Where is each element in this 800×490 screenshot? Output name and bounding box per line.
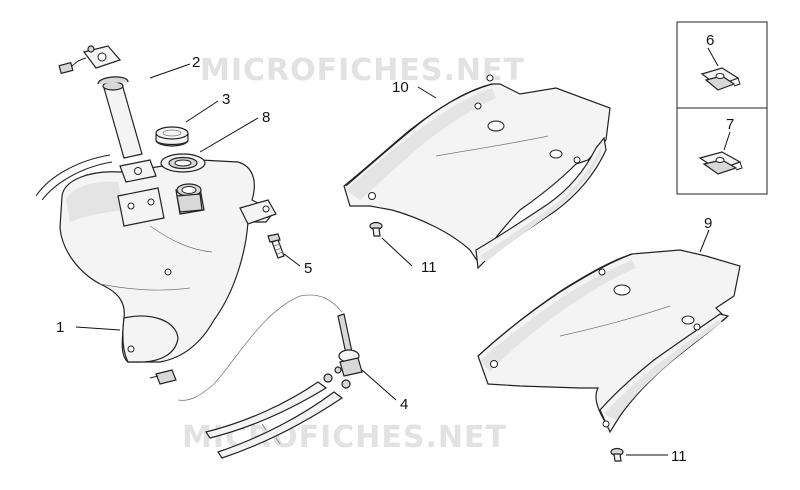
callout-2: 2: [192, 54, 200, 71]
filler-neck-ring: [160, 153, 206, 213]
callout-10: 10: [392, 79, 409, 96]
fuel-level-sender: [58, 45, 157, 183]
leader-4: [361, 369, 397, 401]
callout-1: 1: [56, 319, 64, 336]
leader-lines: [75, 47, 731, 456]
leader-3: [185, 100, 219, 123]
panel-screw-upper: [369, 221, 383, 237]
leader-7: [723, 131, 731, 151]
callout-7: 7: [726, 116, 734, 133]
filler-cap: [155, 126, 189, 147]
fuel-tap-and-hoses: [177, 294, 363, 459]
clip-nut-6: [700, 67, 741, 91]
leader-8: [199, 117, 259, 153]
callout-4: 4: [400, 396, 408, 413]
watermark-top: MICROFICHES.NET: [200, 53, 525, 88]
clip-nut-7: [698, 151, 743, 175]
callout-11-upper: 11: [421, 259, 437, 276]
side-panel-right: [477, 249, 741, 434]
callout-labels: 1 2 3 4 5 6 7 8 9 10 11 11: [56, 32, 734, 465]
leader-11-upper: [381, 237, 413, 267]
leader-10: [417, 86, 437, 99]
side-panel-left: [343, 74, 611, 270]
callout-9: 9: [704, 215, 712, 232]
callout-6: 6: [706, 32, 714, 49]
leader-2: [149, 63, 191, 79]
tank-mounting-screw: [267, 233, 285, 259]
callout-8: 8: [262, 109, 270, 126]
panel-screw-lower: [610, 447, 624, 462]
leader-9: [699, 229, 710, 253]
fuel-tank: [35, 154, 277, 385]
callout-11-lower: 11: [671, 448, 687, 465]
callout-3: 3: [222, 91, 230, 108]
leader-6: [707, 47, 719, 67]
leader-1: [75, 326, 121, 331]
leader-5: [283, 253, 301, 267]
callout-5: 5: [304, 260, 312, 277]
